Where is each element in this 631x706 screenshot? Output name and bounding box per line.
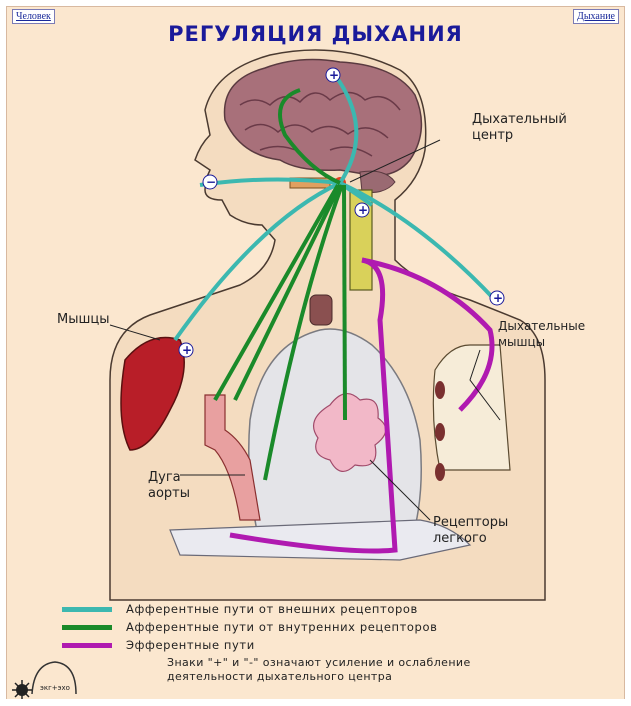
legend-swatch	[62, 625, 112, 630]
label-lung-receptors: Рецепторы легкого	[433, 515, 508, 547]
bottom-bar	[6, 699, 625, 706]
legend-text: Афферентные пути от внутренних рецепторо…	[126, 620, 437, 634]
plus-sign-neck: +	[358, 202, 368, 218]
legend-text: Афферентные пути от внешних рецепторов	[126, 602, 418, 616]
logo-icon	[10, 654, 80, 700]
minus-sign-face: −	[206, 174, 216, 190]
plus-sign-chest: +	[493, 290, 503, 306]
plus-sign-muscle: +	[182, 342, 192, 358]
legend-item-efferent: Эфферентные пути	[62, 637, 255, 653]
respiratory-muscles	[433, 345, 510, 470]
legend-item-afferent-internal: Афферентные пути от внутренних рецепторо…	[62, 619, 437, 635]
label-muscles: Мышцы	[57, 312, 110, 328]
label-aortic-arch: Дуга аорты	[148, 470, 190, 502]
label-respiratory-muscles: Дыхательные мышцы	[498, 318, 585, 350]
legend-text: Эфферентные пути	[126, 638, 255, 652]
legend-item-afferent-external: Афферентные пути от внешних рецепторов	[62, 601, 418, 617]
legend-swatch	[62, 643, 112, 648]
label-respiratory-center: Дыхательный центр	[472, 112, 567, 144]
plus-sign-brain: +	[329, 67, 339, 83]
signs-note: Знаки "+" и "-" означают усиление и осла…	[167, 656, 607, 684]
logo-text: экг+эхо	[40, 684, 70, 693]
legend-swatch	[62, 607, 112, 612]
